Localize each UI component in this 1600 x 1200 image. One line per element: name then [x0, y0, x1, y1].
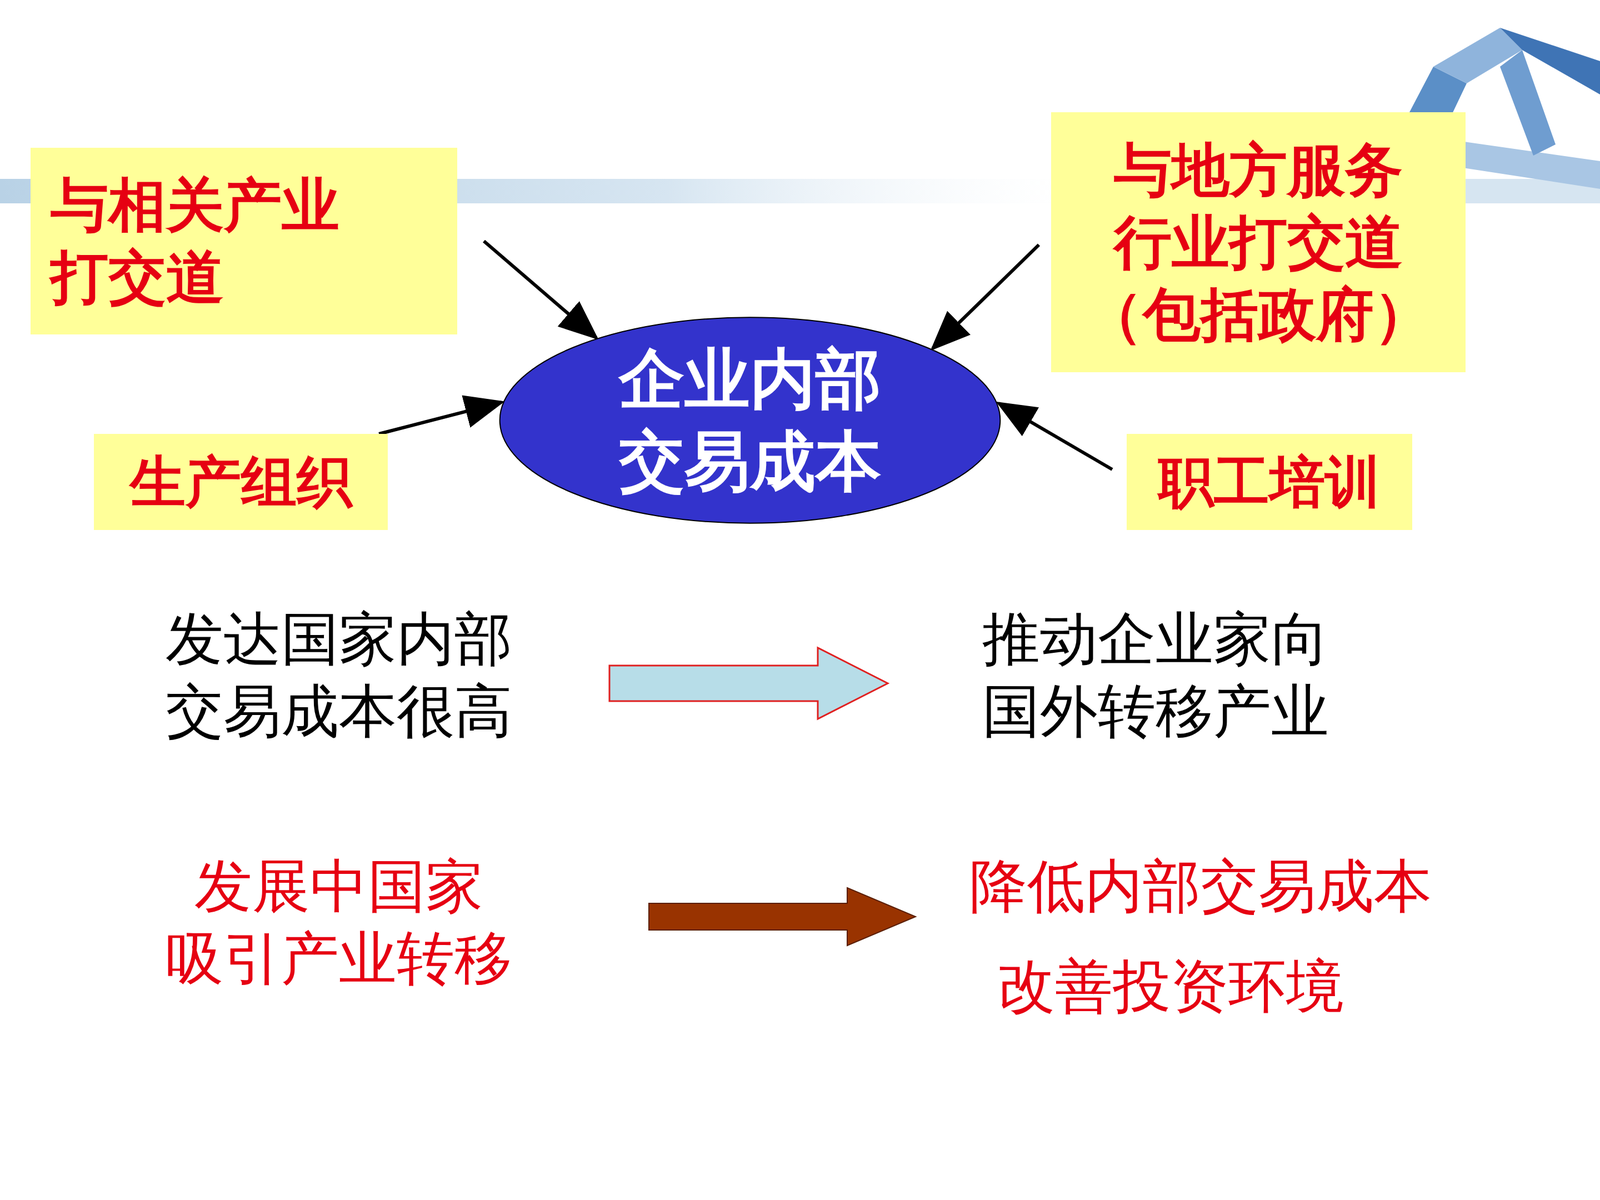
block-arrow	[648, 887, 916, 946]
node-text: 与相关产业 打交道	[50, 168, 438, 314]
connector-arrow	[483, 241, 597, 338]
node-text: （包括政府）	[1085, 278, 1432, 351]
node-text: 企业内部 交易成本	[564, 338, 936, 503]
connector-arrow	[932, 245, 1039, 349]
note-text: 改善投资环境	[997, 950, 1387, 1023]
connector-arrow	[998, 403, 1113, 470]
note-text: 降低内部交易成本	[969, 850, 1470, 923]
node-text: 生产组织	[130, 447, 353, 517]
node-text: 与地方服务 行业打交道	[1071, 133, 1446, 279]
text-box: 与地方服务 行业打交道（包括政府）	[1051, 112, 1466, 373]
node-text: 职工培训	[1158, 447, 1381, 517]
central-ellipse: 企业内部 交易成本	[497, 316, 1003, 525]
text-box: 职工培训	[1126, 433, 1413, 530]
note-text: 发展中国家 吸引产业转移	[144, 850, 534, 995]
text-box: 生产组织	[93, 433, 388, 530]
ellipse-shape	[500, 317, 1001, 524]
note-text: 推动企业家向 国外转移产业	[961, 602, 1350, 748]
note-text: 发达国家内部 交易成本很高	[144, 602, 534, 748]
text-box: 与相关产业 打交道	[30, 147, 458, 335]
connector-arrow	[378, 402, 502, 434]
block-arrow	[609, 647, 888, 719]
